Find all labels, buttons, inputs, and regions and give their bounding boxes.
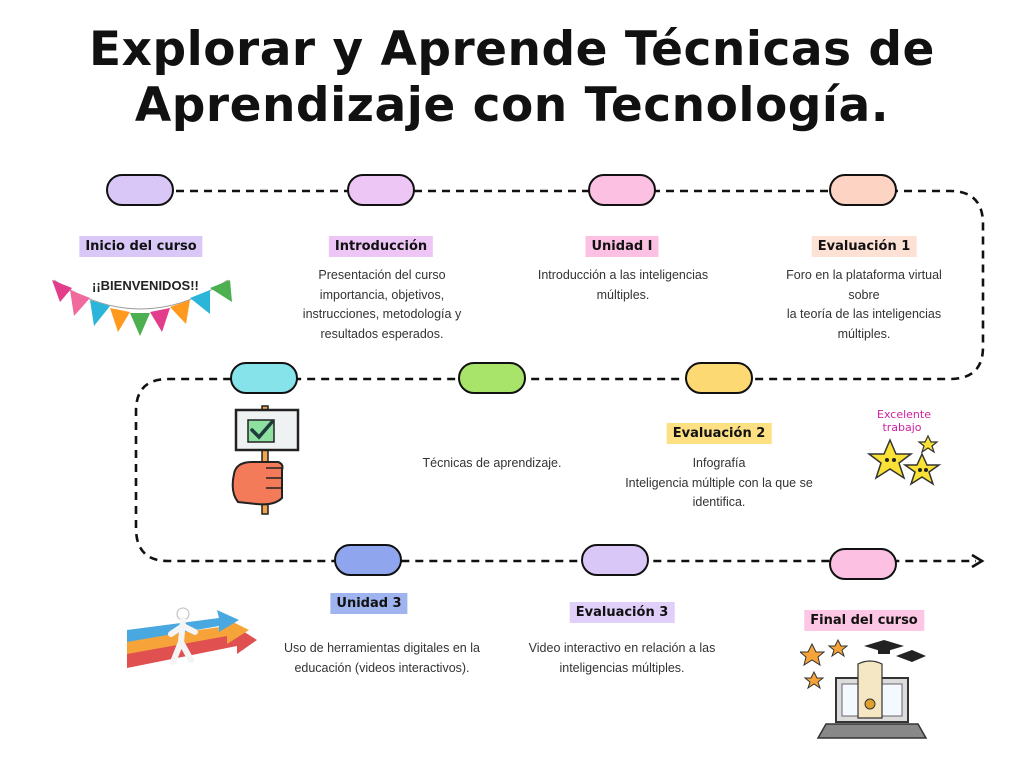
- desc-unidad1: Introducción a las inteligencias múltipl…: [537, 268, 709, 302]
- pill-introduccion: [347, 174, 415, 206]
- desc-unidad3: Uso de herramientas digitales en la educ…: [284, 641, 480, 675]
- excellent-work-sticker-icon: Excelente trabajo: [866, 408, 942, 486]
- pill-inicio: [106, 174, 174, 206]
- pill-evaluacion1: [829, 174, 897, 206]
- page-title: Explorar y Aprende Técnicas de Aprendiza…: [0, 22, 1024, 134]
- label-introduccion: Introducción: [328, 236, 434, 257]
- banner-text: ¡¡BIENVENIDOS!!: [92, 278, 199, 293]
- sticker-text-1: Excelente: [877, 408, 931, 421]
- check-sign-icon: [231, 405, 300, 515]
- label-unidad1: Unidad I: [585, 236, 659, 257]
- pill-row2-c: [685, 362, 753, 394]
- desc-tecnicas: Técnicas de aprendizaje.: [422, 456, 562, 470]
- desc-evaluacion3: Video interactivo en relación a las inte…: [528, 641, 716, 675]
- pill-row3-a: [334, 544, 402, 576]
- bunting-banner-image: ¡¡BIENVENIDOS!!: [52, 278, 232, 336]
- label-unidad3: Unidad 3: [330, 593, 408, 614]
- progress-arrows-icon: [127, 607, 257, 668]
- label-evaluacion1: Evaluación 1: [811, 236, 917, 257]
- desc-evaluacion2: Infografía Inteligencia múltiple con la …: [625, 456, 813, 509]
- desc-introduccion: Presentación del curso importancia, obje…: [302, 268, 462, 341]
- pill-row2-a: [230, 362, 298, 394]
- pill-row3-c: [829, 548, 897, 580]
- desc-evaluacion1: Foro en la plataforma virtual sobre la t…: [786, 268, 942, 341]
- path-arrowhead: [971, 553, 985, 569]
- pill-row3-b: [581, 544, 649, 576]
- title-line-1: Explorar y Aprende Técnicas de: [89, 22, 935, 77]
- label-evaluacion3: Evaluación 3: [569, 602, 675, 623]
- pill-row2-b: [458, 362, 526, 394]
- pill-unidad1: [588, 174, 656, 206]
- graduation-laptop-icon: [800, 638, 928, 739]
- label-inicio: Inicio del curso: [79, 236, 203, 257]
- label-evaluacion2: Evaluación 2: [666, 423, 772, 444]
- sticker-text-2: trabajo: [882, 421, 921, 434]
- label-final: Final del curso: [804, 610, 924, 631]
- title-line-2: Aprendizaje con Tecnología.: [134, 78, 890, 133]
